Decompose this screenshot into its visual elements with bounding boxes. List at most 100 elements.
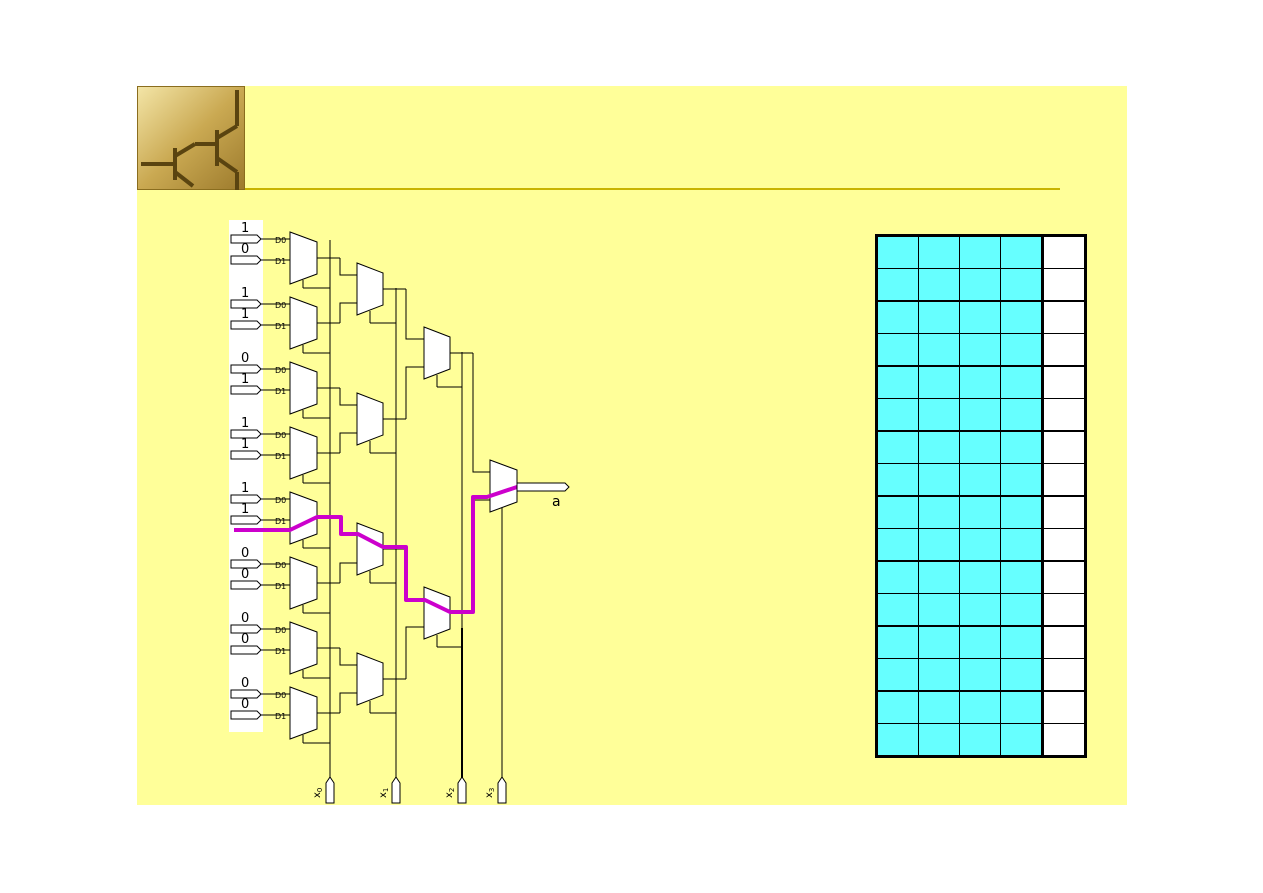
truth-table-input-cell [1000,398,1043,432]
truth-table-input-cell [959,560,1001,594]
port-label: D0 [275,691,286,700]
truth-table-input-cell [1000,495,1043,529]
truth-table-input-cell [1000,690,1043,724]
truth-table-input-cell [959,365,1001,399]
truth-table-row [876,235,1086,269]
port-label: D1 [275,647,286,656]
select-pin-x0 [325,776,335,804]
select-label-x2: x2 [444,788,456,798]
truth-table-input-cell [918,560,960,594]
truth-table-input-cell [918,333,960,367]
truth-table-input-cell [876,365,919,399]
input-pins: 1D00D11D01D10D01D11D01D11D01D10D00D10D00… [230,221,286,721]
truth-table-input-cell [918,430,960,464]
truth-table-output-cell [1041,430,1086,464]
truth-table-output-cell [1041,593,1086,627]
truth-table-input-cell [959,690,1001,724]
truth-table-row [876,528,1086,562]
input-value: 1 [241,372,249,387]
input-pin [230,689,262,699]
truth-table-row [876,268,1086,302]
truth-table-input-cell [959,333,1001,367]
port-label: D0 [275,431,286,440]
truth-table-input-cell [1000,560,1043,594]
header-rule [245,188,1060,190]
input-value: 0 [241,351,249,366]
input-pin [230,515,262,525]
input-pin [230,624,262,634]
mux-level1-6 [289,556,318,610]
input-value: 0 [241,632,249,647]
input-pin [230,494,262,504]
truth-table-input-cell [1000,723,1043,757]
input-pin [230,429,262,439]
mux-level1-4 [289,426,318,480]
port-label: D1 [275,257,286,266]
truth-table-input-cell [1000,430,1043,464]
truth-table-input-cell [876,463,919,497]
truth-table-input-cell [918,690,960,724]
mux-level2-1 [356,262,384,316]
truth-table-row [876,495,1086,529]
port-label: D0 [275,496,286,505]
input-pin [230,645,262,655]
input-value: 1 [241,502,249,517]
port-label: D0 [275,366,286,375]
input-pin [230,255,262,265]
truth-table-output-cell [1041,658,1086,692]
truth-table-input-cell [918,495,960,529]
truth-table-input-cell [918,398,960,432]
truth-table-input-cell [959,723,1001,757]
truth-table-input-cell [918,658,960,692]
port-label: D1 [275,387,286,396]
truth-table-output-cell [1041,528,1086,562]
truth-table-input-cell [959,528,1001,562]
input-value: 1 [241,416,249,431]
mux-level3-1 [423,326,451,380]
truth-table-row [876,593,1086,627]
mux-level3-2 [423,586,451,640]
truth-table-input-cell [1000,625,1043,659]
input-pin [230,364,262,374]
truth-table-input-cell [876,235,919,269]
input-pin [230,710,262,720]
truth-table-input-cell [918,365,960,399]
input-pin [230,385,262,395]
truth-table-input-cell [918,268,960,302]
truth-table-output-cell [1041,560,1086,594]
mux-level1-5 [289,491,318,545]
input-value: 0 [241,242,249,257]
mux-level2-2 [356,392,384,446]
select-pin-x2 [457,776,467,804]
select-label-x0: x0 [312,788,324,798]
input-value: 0 [241,676,249,691]
truth-table-input-cell [876,528,919,562]
multiplexers [289,231,518,740]
truth-table-input-cell [959,658,1001,692]
input-pin [230,559,262,569]
truth-table-input-cell [1000,300,1043,334]
port-label: D0 [275,236,286,245]
transistor-logo-icon [137,86,245,190]
truth-table-input-cell [876,690,919,724]
mux-level1-8 [289,686,318,740]
select-label-x3: x3 [484,788,496,798]
input-pin [230,299,262,309]
truth-table-output-cell [1041,268,1086,302]
input-pin [230,320,262,330]
truth-table-input-cell [876,333,919,367]
output-label: a [552,494,561,510]
truth-table-row [876,690,1086,724]
truth-table-input-cell [876,593,919,627]
port-label: D1 [275,322,286,331]
truth-table-input-cell [876,268,919,302]
truth-table-output-cell [1041,625,1086,659]
truth-table-row [876,658,1086,692]
output-pin: a [516,482,570,510]
truth-table-input-cell [959,430,1001,464]
truth-table-input-cell [876,495,919,529]
mux-level2-4 [356,652,384,706]
truth-table-input-cell [1000,593,1043,627]
